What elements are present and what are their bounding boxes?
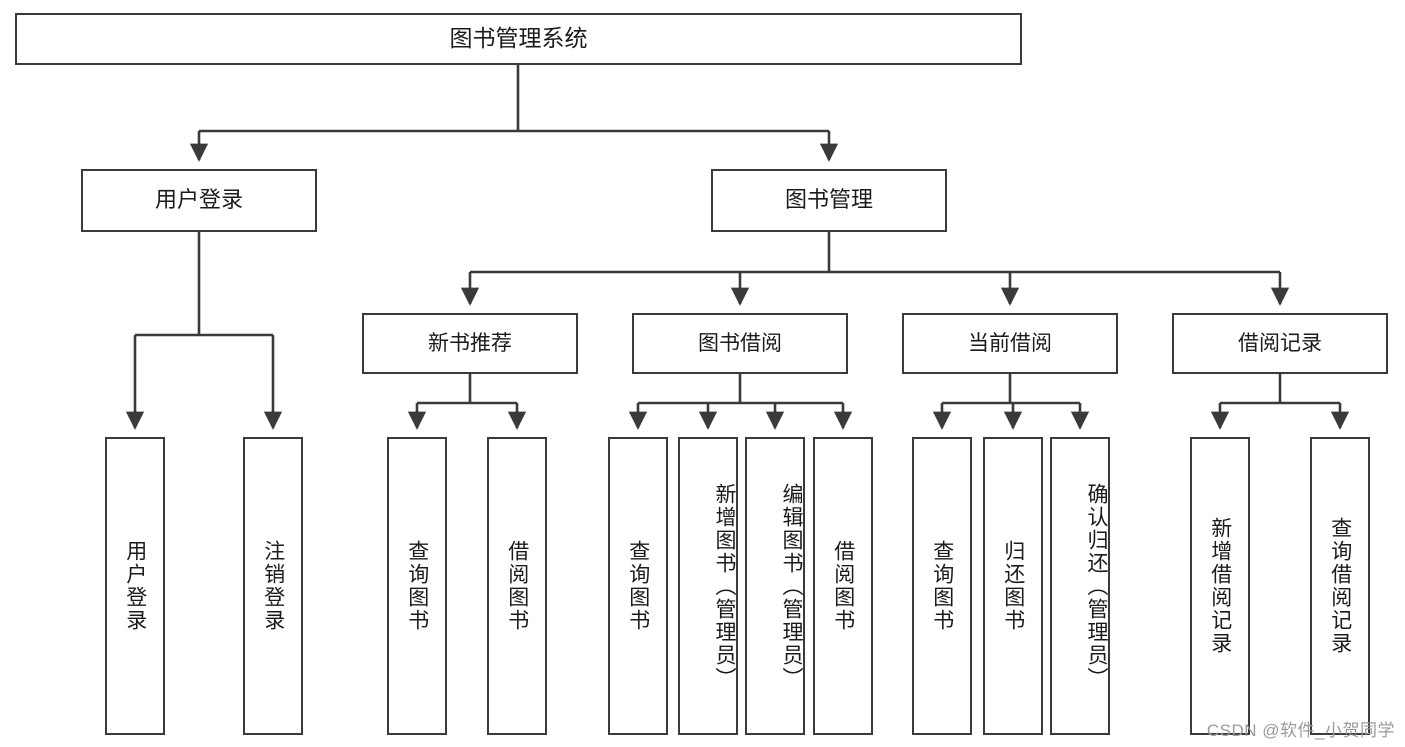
node-leaf-add-book-admin-label: 新增图书（管理员） [713, 482, 736, 690]
node-leaf-confirm-return-admin[interactable]: 确认归还（管理员） [1050, 437, 1110, 735]
node-current-borrow-label: 当前借阅 [968, 331, 1052, 355]
node-leaf-query-book-recommend[interactable]: 查询图书 [387, 437, 447, 735]
node-book-borrow[interactable]: 图书借阅 [632, 313, 848, 374]
node-book-management-label: 图书管理 [784, 187, 873, 213]
node-new-book-recommend-label: 新书推荐 [428, 331, 512, 355]
node-borrow-record[interactable]: 借阅记录 [1172, 313, 1388, 374]
node-user-login-label: 用户登录 [154, 187, 243, 213]
node-leaf-user-login[interactable]: 用户登录 [105, 437, 165, 735]
node-book-borrow-label: 图书借阅 [698, 331, 782, 355]
node-leaf-query-borrow-record[interactable]: 查询借阅记录 [1310, 437, 1370, 735]
node-leaf-borrow-book[interactable]: 借阅图书 [813, 437, 873, 735]
node-new-book-recommend[interactable]: 新书推荐 [362, 313, 578, 374]
node-current-borrow[interactable]: 当前借阅 [902, 313, 1118, 374]
node-leaf-user-login-label: 用户登录 [123, 540, 147, 632]
node-leaf-add-book-admin[interactable]: 新增图书（管理员） [678, 437, 738, 735]
node-leaf-query-book-current-label: 查询图书 [930, 540, 954, 632]
node-leaf-query-book-borrow-label: 查询图书 [626, 540, 650, 632]
node-leaf-query-book-recommend-label: 查询图书 [405, 540, 429, 632]
node-leaf-return-book[interactable]: 归还图书 [983, 437, 1043, 735]
node-root[interactable]: 图书管理系统 [15, 13, 1022, 65]
node-leaf-add-borrow-record[interactable]: 新增借阅记录 [1190, 437, 1250, 735]
node-leaf-borrow-book-recommend[interactable]: 借阅图书 [487, 437, 547, 735]
node-leaf-edit-book-admin-label: 编辑图书（管理员） [780, 482, 803, 690]
node-leaf-logout-login[interactable]: 注销登录 [243, 437, 303, 735]
node-leaf-confirm-return-admin-label: 确认归还（管理员） [1085, 482, 1108, 690]
node-leaf-logout-login-label: 注销登录 [261, 540, 285, 632]
node-leaf-query-book-borrow[interactable]: 查询图书 [608, 437, 668, 735]
node-user-login[interactable]: 用户登录 [81, 169, 317, 232]
node-leaf-edit-book-admin[interactable]: 编辑图书（管理员） [745, 437, 805, 735]
node-leaf-borrow-book-recommend-label: 借阅图书 [505, 540, 529, 632]
node-root-label: 图书管理系统 [449, 25, 588, 52]
node-leaf-query-book-current[interactable]: 查询图书 [912, 437, 972, 735]
node-leaf-add-borrow-record-label: 新增借阅记录 [1208, 517, 1232, 655]
node-borrow-record-label: 借阅记录 [1238, 331, 1322, 355]
node-leaf-borrow-book-label: 借阅图书 [831, 540, 855, 632]
node-leaf-return-book-label: 归还图书 [1001, 540, 1025, 632]
node-book-management[interactable]: 图书管理 [711, 169, 947, 232]
node-leaf-query-borrow-record-label: 查询借阅记录 [1328, 517, 1352, 655]
